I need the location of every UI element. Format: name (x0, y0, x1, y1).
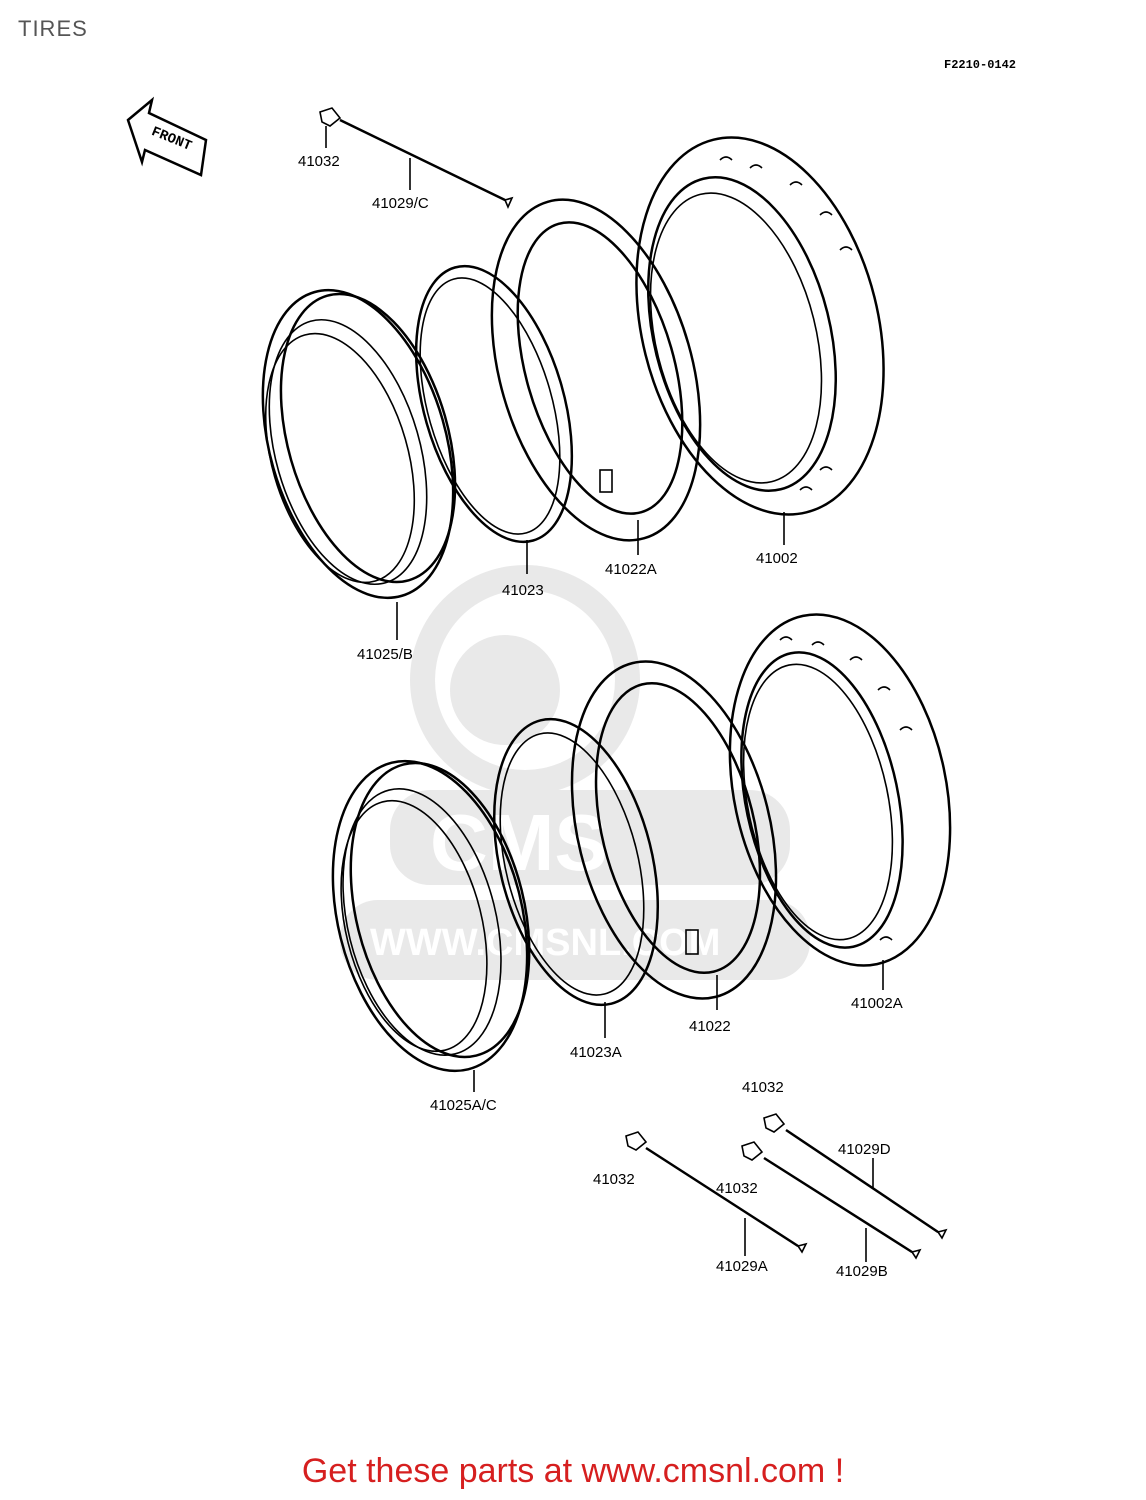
label-41025B: 41025/B (357, 646, 413, 663)
tube-41022A (490, 198, 702, 555)
rim-41025AC (331, 759, 531, 1092)
footer-promo-link[interactable]: Get these parts at www.cmsnl.com ! (301, 1452, 845, 1490)
front-label: FRONT (149, 124, 194, 155)
label-41002A: 41002A (851, 995, 903, 1012)
label-41029C: 41029/C (372, 195, 429, 212)
spoke-41029B (741, 1141, 922, 1262)
label-41029D: 41029D (838, 1141, 891, 1158)
label-41023A: 41023A (570, 1044, 622, 1061)
watermark-brand: CMS (430, 798, 608, 887)
figure-code: F2210-0142 (944, 58, 1017, 72)
label-41029A: 41029A (716, 1258, 768, 1275)
spoke-41029D (763, 1113, 948, 1240)
front-arrow-icon: FRONT (126, 96, 208, 177)
spoke-41029C (319, 107, 514, 209)
watermark-url: WWW.CMSNL.COM (370, 922, 720, 964)
label-41025AC: 41025A/C (430, 1097, 497, 1114)
label-41002: 41002 (756, 550, 798, 567)
label-41032-top: 41032 (298, 153, 340, 170)
spoke-41029A (625, 1131, 808, 1256)
label-41022A: 41022A (605, 561, 657, 578)
label-41032-left: 41032 (593, 1171, 635, 1188)
tire-41002A (728, 613, 952, 990)
rim-41025B (261, 288, 457, 640)
label-41023: 41023 (502, 582, 544, 599)
label-41029B: 41029B (836, 1263, 888, 1280)
tire-41002 (635, 136, 885, 545)
label-41032-right-lower: 41032 (716, 1180, 758, 1197)
label-41022: 41022 (689, 1018, 731, 1035)
label-41032-right-upper: 41032 (742, 1079, 784, 1096)
rim-band-41023 (414, 264, 574, 574)
page-title: TIRES (18, 16, 88, 41)
tube-41022 (570, 660, 778, 1010)
rim-band-41023A (492, 717, 660, 1038)
